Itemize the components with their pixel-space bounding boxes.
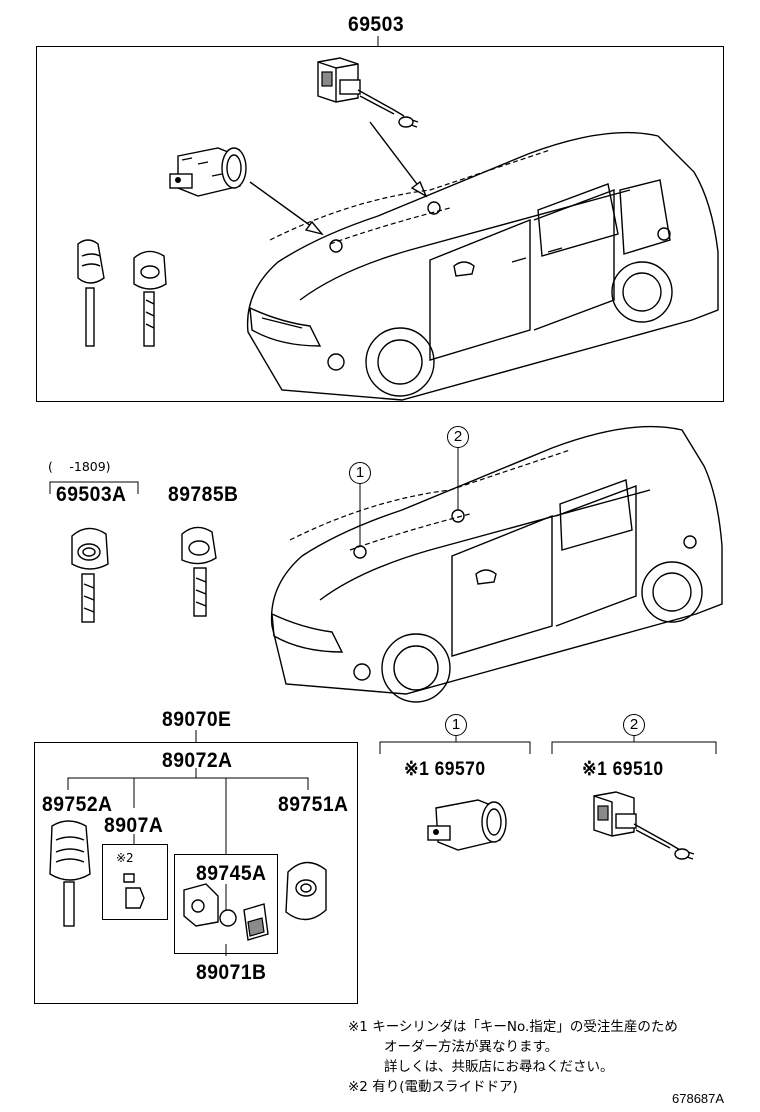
callout-2-part: 2: [623, 714, 645, 736]
part-number-assembly[interactable]: 69503: [348, 13, 405, 36]
ignition-cylinder-icon: [169, 147, 247, 197]
part-number-89070e[interactable]: 89070E: [162, 708, 232, 731]
part-number-89745a[interactable]: 89745A: [196, 862, 267, 885]
figure-id: 678687A: [672, 1091, 725, 1106]
remote-key-icon: [77, 239, 105, 347]
vehicle-lower-illustration: [270, 425, 723, 703]
part-number-89071b[interactable]: 89071B: [196, 961, 267, 984]
part-number-69503a[interactable]: 69503A: [56, 483, 127, 506]
part-number-89752a[interactable]: 89752A: [42, 793, 113, 816]
plate-8907a-icon: [123, 873, 145, 909]
callout-2-vehicle: 2: [447, 426, 469, 448]
ignition-cylinder-69570-icon: [427, 799, 507, 851]
key-89785b-icon: [181, 526, 217, 617]
case-89745a-icon: [183, 883, 269, 941]
part-number-89072a[interactable]: 89072A: [162, 749, 233, 772]
key-89752a-icon: [49, 820, 91, 927]
callout-1-vehicle: 1: [349, 462, 371, 484]
plate-8907a-note: ※2: [116, 851, 134, 865]
callout-1-part: 1: [445, 714, 467, 736]
kit-box-89070e: [34, 742, 358, 1004]
part-range-69503a: ( -1809): [48, 459, 111, 474]
plate-box-8907a: [102, 844, 168, 920]
part-number-69510[interactable]: ※1 69510: [582, 759, 664, 780]
note-line-3: 詳しくは、共販店にお尋ねください。: [384, 1059, 614, 1075]
note-line-4: ※2 有り(電動スライドドア): [348, 1079, 518, 1095]
part-number-8907a[interactable]: 8907A: [104, 814, 164, 837]
door-cylinder-69510-icon: [593, 791, 695, 860]
key-89751a-icon: [285, 861, 327, 921]
note-line-2: オーダー方法が異なります。: [384, 1039, 559, 1055]
vehicle-upper-illustration: [246, 131, 719, 401]
case-box-89071b: [174, 854, 278, 954]
part-number-89785b[interactable]: 89785B: [168, 483, 239, 506]
part-number-89751a[interactable]: 89751A: [278, 793, 349, 816]
key-icon: [133, 250, 167, 347]
part-number-69570[interactable]: ※1 69570: [404, 759, 486, 780]
door-cylinder-upper-icon: [317, 57, 419, 128]
key-69503a-icon: [71, 527, 109, 623]
note-line-1: ※1 キーシリンダは「キーNo.指定」の受注生産のため: [348, 1019, 678, 1035]
assembly-box: [36, 46, 724, 402]
